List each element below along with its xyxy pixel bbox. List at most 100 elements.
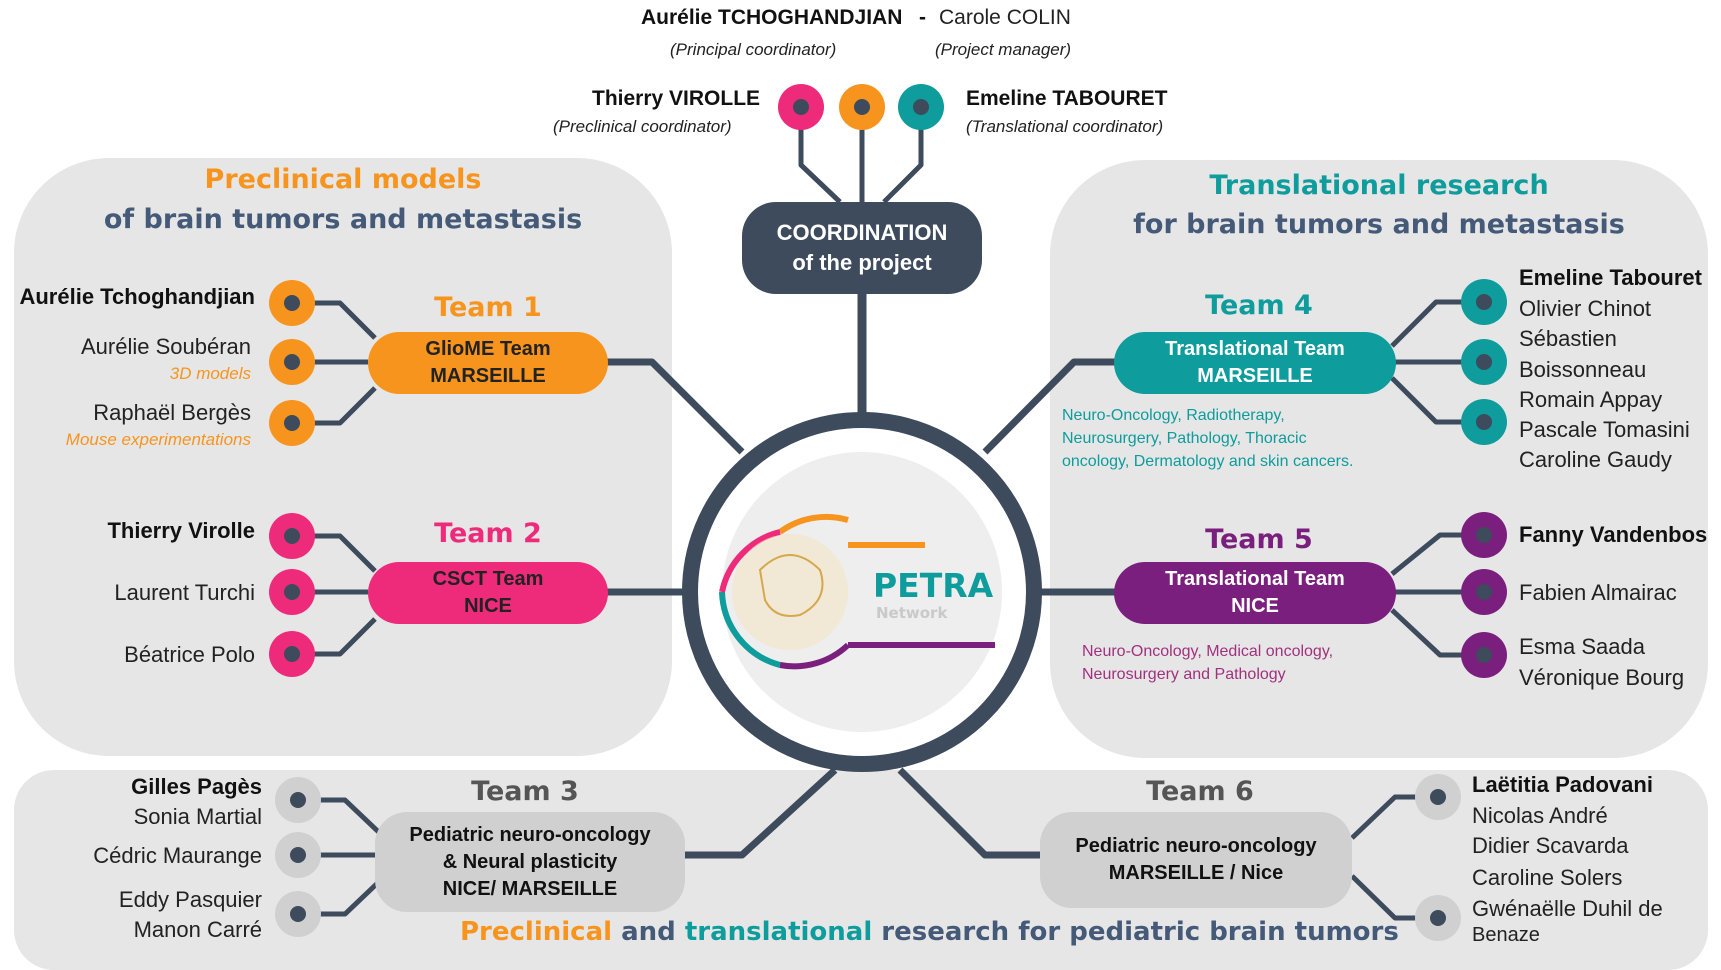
team6-pill: Pediatric neuro-oncology MARSEILLE / Nic… — [1040, 812, 1352, 908]
team4-note-3: oncology, Dermatology and skin cancers. — [1062, 453, 1354, 471]
team4-member-3b: Boissonneau — [1519, 357, 1647, 382]
petra-logo-name: PETRA — [873, 566, 994, 605]
team2-member-dot-3 — [269, 631, 315, 677]
team2-line1: CSCT Team — [432, 568, 544, 590]
team4-member-dot-2 — [1461, 339, 1507, 385]
team3-label: Team 3 — [471, 776, 579, 807]
team1-label: Team 1 — [434, 292, 542, 323]
coordination-box: COORDINATION of the project — [742, 202, 982, 294]
team5-member-dot-1 — [1461, 512, 1507, 558]
principal-coordinator-dot — [839, 84, 885, 130]
team3-pill: Pediatric neuro-oncology & Neural plasti… — [375, 812, 685, 912]
team1-member-3-role: Mouse experimentations — [65, 430, 251, 449]
team2-member-dot-2 — [269, 569, 315, 615]
team5-pill: Translational Team NICE — [1114, 562, 1396, 624]
team4-line1: Translational Team — [1165, 338, 1345, 360]
team5-note: Neuro-Oncology, Medical oncology, Neuros… — [1082, 640, 1333, 686]
footer-part4: research for pediatric brain tumors — [872, 917, 1399, 947]
coordination-line2: of the project — [792, 250, 932, 275]
team6-line1: Pediatric neuro-oncology — [1075, 835, 1317, 857]
team5-member-dot-2 — [1461, 569, 1507, 615]
team5-label: Team 5 — [1205, 524, 1313, 555]
team6-member-1: Laëtitia Padovani — [1472, 772, 1653, 797]
team5-member-2: Fabien Almairac — [1519, 580, 1677, 605]
team1-member-2-role: 3D models — [169, 364, 251, 383]
team4-pill: Translational Team MARSEILLE — [1114, 332, 1396, 394]
team3-member-4: Eddy Pasquier — [118, 887, 262, 912]
team4-label: Team 4 — [1205, 290, 1313, 321]
team5-member-4: Véronique Bourg — [1519, 665, 1685, 690]
team4-member-2: Olivier Chinot — [1519, 296, 1652, 321]
team6-member-6: Benaze — [1472, 924, 1540, 946]
team4-member-3: Sébastien — [1519, 326, 1617, 351]
preclinical-coordinator-dot — [778, 84, 824, 130]
preclinical-coordinator-name: Thierry VIROLLE — [592, 87, 761, 110]
team4-member-6: Caroline Gaudy — [1519, 447, 1672, 472]
team4-member-5: Pascale Tomasini — [1519, 417, 1690, 442]
team5-member-1: Fanny Vandenbos — [1519, 522, 1708, 547]
project-manager-role: (Project manager) — [935, 40, 1072, 59]
team4-note: Neuro-Oncology, Radiotherapy, Neurosurge… — [1062, 404, 1353, 474]
team3-member-3: Cédric Maurange — [93, 843, 262, 868]
footer-part1: Preclinical — [460, 917, 613, 947]
team5-line2: NICE — [1231, 595, 1279, 617]
team2-line2: NICE — [464, 595, 512, 617]
team6-member-dot-1 — [1415, 774, 1461, 820]
team6-member-dot-2 — [1415, 895, 1461, 941]
team4-member-1: Emeline Tabouret — [1519, 265, 1702, 290]
team2-pill: CSCT Team NICE — [368, 562, 608, 624]
translational-title-2: for brain tumors and metastasis — [1133, 209, 1625, 240]
team1-member-3: Raphaël Bergès — [93, 400, 251, 425]
translational-title-1: Translational research — [1209, 170, 1549, 201]
preclinical-title-2: of brain tumors and metastasis — [103, 204, 583, 235]
team2-member-3: Béatrice Polo — [124, 642, 255, 667]
team4-note-1: Neuro-Oncology, Radiotherapy, — [1062, 407, 1285, 424]
preclinical-title-1: Preclinical models — [204, 164, 482, 195]
team1-pill: GlioME Team MARSEILLE — [368, 332, 608, 394]
translational-coordinator-role: (Translational coordinator) — [966, 117, 1164, 136]
team4-member-4: Romain Appay — [1519, 387, 1663, 412]
connector-lines — [292, 107, 1484, 921]
team2-member-1: Thierry Virolle — [107, 518, 255, 543]
team6-label: Team 6 — [1146, 776, 1254, 807]
team1-member-2: Aurélie Soubéran — [80, 334, 251, 359]
team3-member-dot-2 — [275, 832, 321, 878]
coordination-line1: COORDINATION — [776, 220, 948, 246]
team3-line1: Pediatric neuro-oncology — [409, 823, 651, 846]
team5-note-2: Neurosurgery and Pathology — [1082, 666, 1286, 684]
principal-coordinator-name: Aurélie TCHOGHANDJIAN — [641, 6, 903, 29]
preclinical-panel — [14, 158, 672, 756]
footer-part3: translational — [684, 917, 873, 947]
translational-coordinator-name: Emeline TABOURET — [966, 87, 1168, 110]
team3-member-5: Manon Carré — [133, 917, 262, 942]
team6-member-2: Nicolas André — [1472, 803, 1608, 828]
team4-note-2: Neurosurgery, Pathology, Thoracic — [1062, 430, 1307, 448]
team3-member-1: Gilles Pagès — [131, 774, 262, 799]
header-separator: - — [919, 6, 926, 29]
petra-logo-sub: Network — [876, 604, 948, 622]
team5-member-dot-3 — [1461, 632, 1507, 678]
team6-line2: MARSEILLE / Nice — [1108, 862, 1284, 884]
principal-coordinator-role: (Principal coordinator) — [670, 40, 837, 59]
team5-line1: Translational Team — [1165, 568, 1345, 590]
team4-member-dot-1 — [1461, 279, 1507, 325]
team3-member-dot-1 — [275, 777, 321, 823]
team1-member-dot-2 — [269, 339, 315, 385]
team1-member-dot-3 — [269, 400, 315, 446]
team1-member-dot-1 — [269, 280, 315, 326]
team3-member-2: Sonia Martial — [133, 804, 262, 829]
team6-member-3: Didier Scavarda — [1472, 833, 1629, 858]
team3-member-dot-3 — [275, 891, 321, 937]
team6-member-4: Caroline Solers — [1472, 865, 1623, 890]
team5-member-3: Esma Saada — [1519, 634, 1645, 659]
team3-line3: NICE/ MARSEILLE — [442, 877, 618, 900]
team6-member-5: Gwénaëlle Duhil de — [1472, 896, 1663, 921]
translational-coordinator-dot — [898, 84, 944, 130]
project-manager-name: Carole COLIN — [939, 6, 1071, 29]
team2-member-dot-1 — [269, 513, 315, 559]
team1-member-1: Aurélie Tchoghandjian — [19, 284, 255, 309]
team3-line2: & Neural plasticity — [442, 850, 618, 873]
petra-logo — [719, 513, 995, 670]
team5-note-1: Neuro-Oncology, Medical oncology, — [1082, 643, 1334, 660]
team1-line1: GlioME Team — [425, 338, 551, 360]
